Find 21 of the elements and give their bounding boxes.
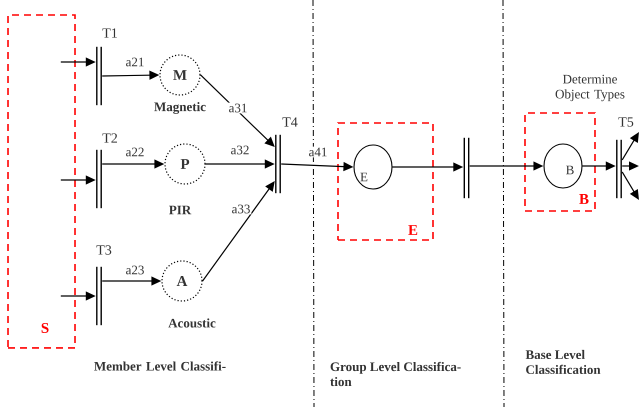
- edge-label: a21: [124, 56, 146, 68]
- transition-label: T1: [102, 28, 117, 38]
- transition-bar: [464, 138, 470, 198]
- edge-label: a33: [230, 204, 252, 214]
- edge-label: a32: [230, 144, 250, 156]
- sensor-label: PIR: [169, 206, 192, 214]
- section-label: Base Level Classification: [526, 350, 600, 374]
- section-label: Member Level Classifi-: [94, 361, 226, 371]
- section-label: Group Level Classifica- tion: [330, 362, 461, 386]
- edge-label: a31: [228, 102, 248, 114]
- edge-label: a41: [308, 146, 328, 158]
- sensor-label: Acoustic: [168, 318, 216, 328]
- transition-label: T5: [618, 117, 634, 127]
- edge-label: a23: [124, 264, 146, 276]
- dashed-box: S: [7, 14, 76, 349]
- sensor-label: Magnetic: [154, 102, 206, 114]
- edge-label: a22: [124, 146, 146, 158]
- transition-label: T3: [96, 245, 112, 255]
- transition-label: T2: [102, 133, 117, 143]
- transition-label: T4: [282, 117, 298, 127]
- note-text: Determine Object Types: [556, 74, 624, 102]
